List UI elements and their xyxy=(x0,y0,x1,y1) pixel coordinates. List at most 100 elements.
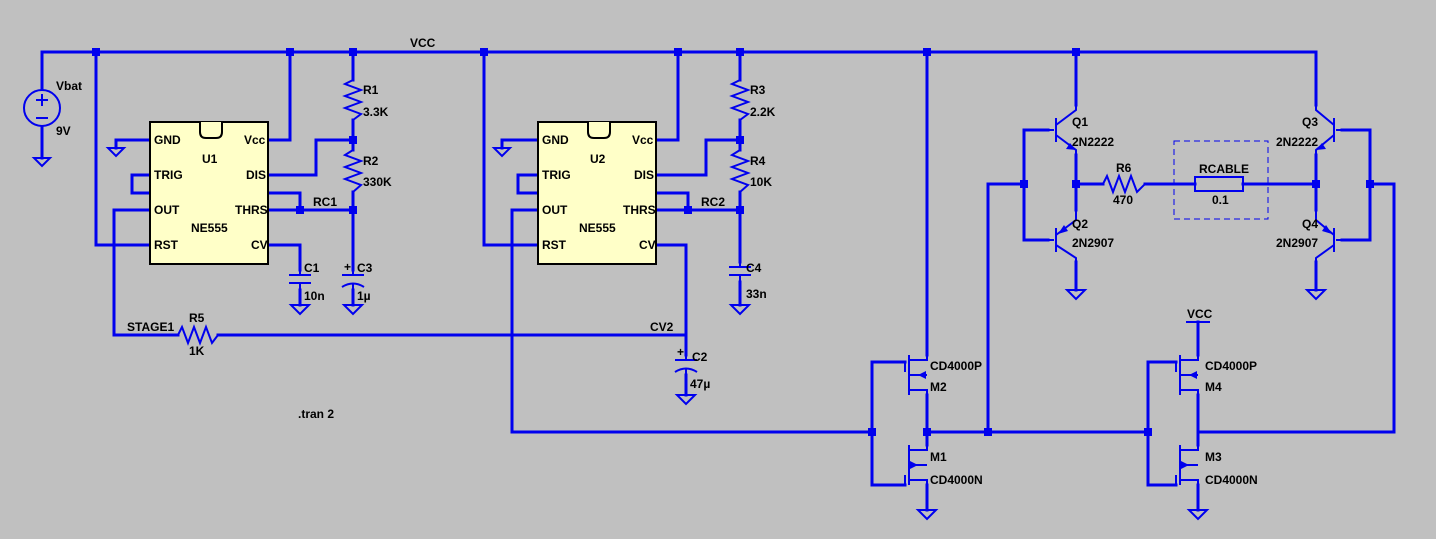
rcable-value: 0.1 xyxy=(1212,193,1229,207)
mosfet-m3[interactable]: M3 CD4000N xyxy=(1175,445,1258,487)
m3-part: CD4000N xyxy=(1205,473,1258,487)
q3-part: 2N2222 xyxy=(1276,135,1318,149)
u2-pin-trig: TRIG xyxy=(542,168,571,182)
u1-pin-rst: RST xyxy=(154,238,179,252)
ground-icon xyxy=(1186,509,1210,521)
c2-ref: C2 xyxy=(692,350,708,364)
u2-pin-gnd: GND xyxy=(542,133,569,147)
ground-icon xyxy=(31,157,53,168)
u1-pin-vcc: Vcc xyxy=(244,133,266,147)
r6-value: 470 xyxy=(1113,193,1133,207)
u1-pin-gnd: GND xyxy=(154,133,181,147)
ground-icon xyxy=(288,304,312,316)
r6-ref: R6 xyxy=(1116,161,1132,175)
r4-value: 10K xyxy=(750,175,772,189)
ground-icon xyxy=(1064,289,1088,301)
u2-pin-cv: CV xyxy=(639,238,656,252)
r1-value: 3.3K xyxy=(363,105,389,119)
vcc-m4-label: VCC xyxy=(1187,307,1213,321)
net-labels: VCC RC1 RC2 STAGE1 CV2 xyxy=(127,36,725,334)
c1-value: 10n xyxy=(304,289,325,303)
junctions xyxy=(92,48,1374,436)
u2-pin-out: OUT xyxy=(542,203,568,217)
ic-u2[interactable]: GND Vcc U2 TRIG DIS OUT THRS NE555 RST C… xyxy=(537,121,657,265)
m4-ref: M4 xyxy=(1205,380,1222,394)
vcc-flag-m4: VCC xyxy=(1186,307,1213,323)
mosfet-m4[interactable]: CD4000P M4 xyxy=(1175,355,1257,395)
u1-pin-dis: DIS xyxy=(246,168,266,182)
capacitor-c3[interactable]: + C3 1µ xyxy=(341,260,373,303)
bjt-q3[interactable]: Q3 2N2222 xyxy=(1276,105,1342,155)
r4-ref: R4 xyxy=(750,154,766,168)
ground-icon xyxy=(105,147,127,158)
ground-icon xyxy=(1304,289,1328,301)
ground-symbols xyxy=(31,147,1328,521)
c4-value: 33n xyxy=(746,287,767,301)
r3-ref: R3 xyxy=(750,83,766,97)
bjt-q1[interactable]: Q1 2N2222 xyxy=(1048,105,1114,155)
c4-ref: C4 xyxy=(746,261,762,275)
m2-ref: M2 xyxy=(930,380,947,394)
u2-pin-dis: DIS xyxy=(634,168,654,182)
m3-ref: M3 xyxy=(1205,450,1222,464)
spice-directive[interactable]: .tran 2 xyxy=(298,407,334,421)
bjt-q4[interactable]: Q4 2N2907 xyxy=(1276,210,1342,262)
q4-part: 2N2907 xyxy=(1276,236,1318,250)
vbat-ref: Vbat xyxy=(56,79,82,93)
u1-pin-cv: CV xyxy=(251,238,268,252)
q2-ref: Q2 xyxy=(1072,217,1088,231)
wires xyxy=(40,50,1396,512)
u1-pin-out: OUT xyxy=(154,203,180,217)
u1-pin-thrs: THRS xyxy=(235,203,268,217)
q1-part: 2N2222 xyxy=(1072,135,1114,149)
u1-part: NE555 xyxy=(191,221,228,235)
net-label-cv2: CV2 xyxy=(650,320,674,334)
resistor-r4[interactable]: R4 10K xyxy=(729,149,772,193)
net-label-rc1: RC1 xyxy=(313,195,337,209)
ground-icon xyxy=(728,304,752,316)
voltage-source-vbat[interactable]: Vbat 9V xyxy=(23,79,82,138)
resistor-r2[interactable]: R2 330K xyxy=(342,149,392,193)
r2-value: 330K xyxy=(363,175,392,189)
r1-ref: R1 xyxy=(363,83,379,97)
u1-pin-trig: TRIG xyxy=(154,168,183,182)
rcable-ref: RCABLE xyxy=(1199,162,1249,176)
ground-icon xyxy=(491,147,513,158)
ic-u1[interactable]: GND Vcc U1 TRIG DIS OUT THRS NE555 RST C… xyxy=(149,121,269,265)
capacitor-c2[interactable]: + C2 47µ xyxy=(674,345,710,391)
r2-ref: R2 xyxy=(363,154,379,168)
vbat-value: 9V xyxy=(56,124,71,138)
ground-icon xyxy=(674,394,698,406)
q2-part: 2N2907 xyxy=(1072,236,1114,250)
r5-value: 1K xyxy=(189,344,205,358)
c3-ref: C3 xyxy=(357,261,373,275)
mosfet-m1[interactable]: M1 CD4000N xyxy=(904,445,983,487)
resistor-r1[interactable]: R1 3.3K xyxy=(342,79,389,121)
ground-icon xyxy=(341,304,365,316)
q3-ref: Q3 xyxy=(1302,115,1318,129)
m1-ref: M1 xyxy=(930,450,947,464)
q4-ref: Q4 xyxy=(1302,217,1318,231)
c2-value: 47µ xyxy=(690,377,710,391)
svg-text:+: + xyxy=(677,345,684,359)
u2-pin-vcc: Vcc xyxy=(632,133,654,147)
net-label-stage1: STAGE1 xyxy=(127,320,174,334)
resistor-r5[interactable]: R5 1K xyxy=(177,311,219,358)
u2-pin-rst: RST xyxy=(542,238,567,252)
u2-part: NE555 xyxy=(579,221,616,235)
resistor-r6[interactable]: R6 470 xyxy=(1102,161,1146,207)
u2-ref: U2 xyxy=(590,152,606,166)
c3-value: 1µ xyxy=(357,289,371,303)
mosfet-m2[interactable]: CD4000P M2 xyxy=(904,355,982,395)
r5-ref: R5 xyxy=(189,311,205,325)
m1-part: CD4000N xyxy=(930,473,983,487)
bjt-q2[interactable]: Q2 2N2907 xyxy=(1048,210,1114,262)
capacitor-c1[interactable]: C1 10n xyxy=(289,261,325,303)
resistor-r3[interactable]: R3 2.2K xyxy=(729,79,776,121)
capacitor-c4[interactable]: C4 33n xyxy=(729,261,767,301)
ground-icon xyxy=(915,509,939,521)
r3-value: 2.2K xyxy=(750,105,776,119)
q1-ref: Q1 xyxy=(1072,115,1088,129)
resistor-rcable[interactable]: RCABLE 0.1 xyxy=(1173,140,1269,220)
